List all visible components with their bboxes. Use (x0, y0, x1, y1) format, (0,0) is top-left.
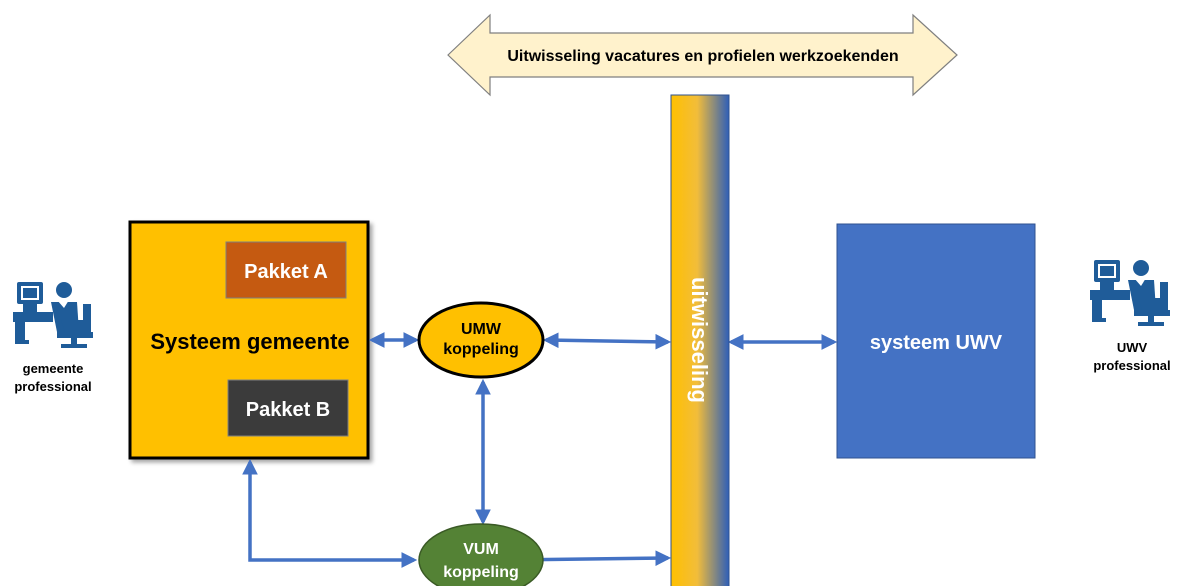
vum-label-line1: VUM (463, 541, 499, 558)
uitwisseling-bar (670, 94, 730, 586)
umw-label-line1: UMW (461, 321, 502, 338)
banner-label: Uitwisseling vacatures en profielen werk… (507, 48, 898, 65)
vum-label-line2: koppeling (443, 564, 519, 581)
pakket-a-label: Pakket A (244, 261, 328, 283)
gemeente-professional-line2: professional (14, 379, 91, 394)
pakket-b-label: Pakket B (246, 399, 331, 421)
person-at-computer-icon (13, 282, 93, 348)
pakket-a-box (225, 241, 347, 299)
uwv-professional-line1: UWV (1117, 340, 1148, 355)
person-at-computer-icon (1090, 260, 1170, 326)
systeem-uwv-label: systeem UWV (870, 332, 1003, 354)
systeem-uwv-box (836, 223, 1036, 459)
gemeente-vum-connector (242, 458, 418, 568)
exchange-banner: Uitwisseling vacatures en profielen werk… (447, 13, 958, 97)
uwv-professional-line2: professional (1093, 358, 1170, 373)
gemeente-professional-line1: gemeente (23, 361, 84, 376)
uitwisseling-label: uitwisseling (687, 277, 712, 403)
systeem-gemeente-label: Systeem gemeente (150, 329, 349, 354)
umw-koppeling-node (417, 301, 545, 379)
umw-uitwisseling-connector (542, 332, 672, 350)
vum-koppeling-node (418, 523, 544, 586)
umw-label-line2: koppeling (443, 341, 519, 358)
pakket-b-box (227, 379, 349, 437)
